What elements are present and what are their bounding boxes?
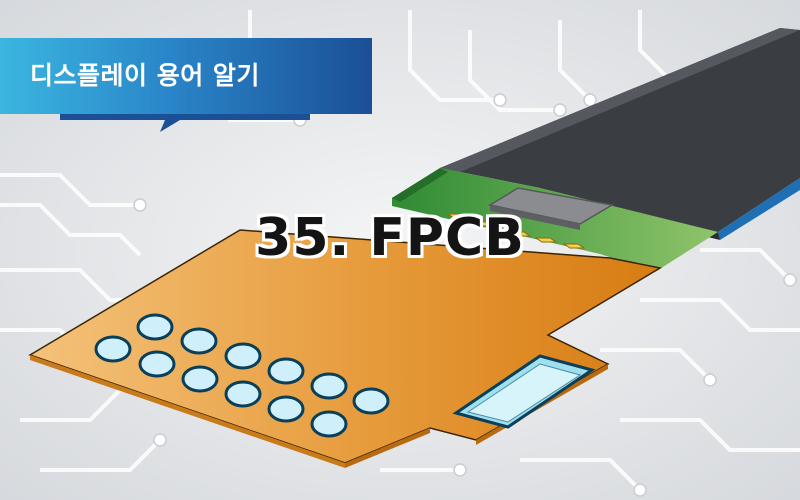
page-title: 35. FPCB (255, 208, 525, 268)
banner-ribbon (0, 38, 372, 114)
gold-finger-contacts (446, 213, 586, 249)
driver-ic-chip (487, 187, 615, 230)
series-banner-label: 디스플레이 용어 알기 (30, 61, 260, 90)
solder-pads (94, 313, 390, 438)
connector-slot (452, 354, 596, 429)
banner-ribbon-tail (60, 112, 310, 132)
